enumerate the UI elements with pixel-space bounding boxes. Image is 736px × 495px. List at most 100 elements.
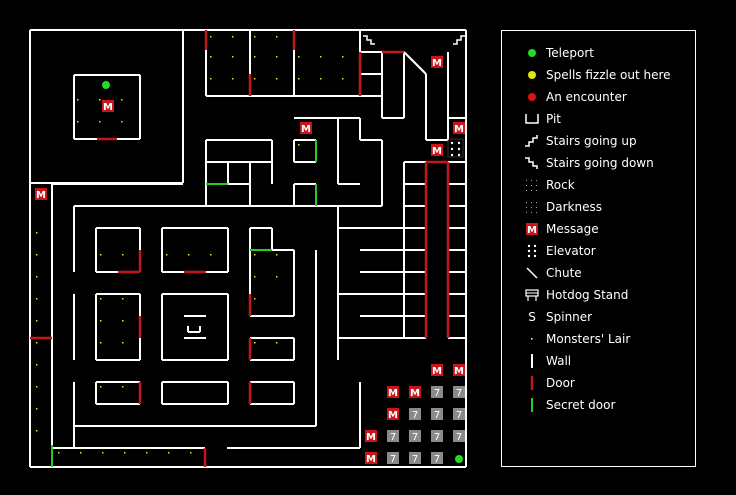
chute-glyph: 7 [456,410,462,421]
message-glyph: M [103,102,113,113]
lair-dot [276,276,278,278]
teleport-marker [102,81,110,89]
lair-dot [276,36,278,38]
message-tile: M [35,188,47,201]
chute-bg [431,452,443,464]
hotdog-icon [520,287,546,303]
message-bg [102,100,114,112]
lair-dot [166,254,168,256]
legend-item-fizzle: Spells fizzle out here [520,66,671,84]
message-glyph: M [410,388,420,399]
lair-dot [36,408,38,410]
lair-dot [122,254,124,256]
lair-dot [254,78,256,80]
lair-dot [36,364,38,366]
chute-tile: 7 [431,408,443,421]
legend-label: Stairs going down [546,156,654,170]
message-bg [431,364,443,376]
secret-door-icon [520,397,546,413]
legend-item-teleport: Teleport [520,44,594,62]
lair-dot [254,56,256,58]
message-tile: M [409,386,421,399]
message-tile: M [431,56,443,69]
chute-glyph: 7 [434,454,440,465]
lair-dot [36,276,38,278]
message-tile: M [453,364,465,377]
legend-label: Rock [546,178,575,192]
lair-dot [276,342,278,344]
chute-icon [520,265,546,281]
elevator-icon [447,138,464,158]
lair-dot [254,254,256,256]
chute-glyph: 7 [456,388,462,399]
lair-dot [276,78,278,80]
legend-item-pit: Pit [520,110,561,128]
elevator-dot [450,153,454,157]
elevator-icon [520,243,546,259]
chute-bg [409,430,421,442]
lair-dot [342,56,344,58]
secret-doors [51,140,317,467]
lair-dot [298,78,300,80]
message-glyph: M [454,366,464,377]
chute-tile: 7 [409,408,421,421]
message-bg [409,386,421,398]
message-tile: M [387,386,399,399]
message-bg [453,122,465,134]
chute-tile: 7 [387,452,399,465]
chute-glyph: 7 [390,454,396,465]
stairs-down-icon [363,35,375,45]
legend-label: Door [546,376,575,390]
lair-dot [100,298,102,300]
lair-dot [320,56,322,58]
darkness-icon [520,199,546,215]
lair-dot [99,121,101,123]
legend-item-darkness: Darkness [520,198,602,216]
legend-label: Teleport [546,46,594,60]
message-glyph: M [36,190,46,201]
message-glyph: M [388,410,398,421]
fizzle-icon [520,67,546,83]
message-bg [387,386,399,398]
lair-dot [254,298,256,300]
lair-icon [520,331,546,347]
legend-item-encounter: An encounter [520,88,627,106]
chute-glyph: 7 [434,410,440,421]
legend-label: Monsters' Lair [546,332,631,346]
lair-dot [210,78,212,80]
lair-dot [77,99,79,101]
legend-label: Spinner [546,310,593,324]
lair-dot [232,56,234,58]
legend-item-door: Door [520,374,575,392]
chute-glyph: 7 [412,454,418,465]
chute-bg [431,386,443,398]
chute-tile: 7 [431,386,443,399]
legend-item-chute: Chute [520,264,582,282]
lair-dot [342,78,344,80]
lair-dot [190,452,192,454]
chute-bg [453,386,465,398]
stairs-up-icon [520,133,546,149]
lair-dot [77,121,79,123]
legend-item-elevator: Elevator [520,242,596,260]
chute-tile: 7 [387,430,399,443]
chute-bg [453,430,465,442]
legend-label: Chute [546,266,582,280]
rock-icon [520,177,546,193]
elevator-dot [457,153,461,157]
lair-dot [146,452,148,454]
lair-dot [122,342,124,344]
chute-bg [387,452,399,464]
message-glyph: M [388,388,398,399]
lair-dot [36,320,38,322]
legend-label: Wall [546,354,572,368]
walls [29,29,467,468]
message-bg [365,452,377,464]
legend-item-lair: Monsters' Lair [520,330,630,348]
lair-dot [100,320,102,322]
lair-dot [36,232,38,234]
lair-dot [298,144,300,146]
